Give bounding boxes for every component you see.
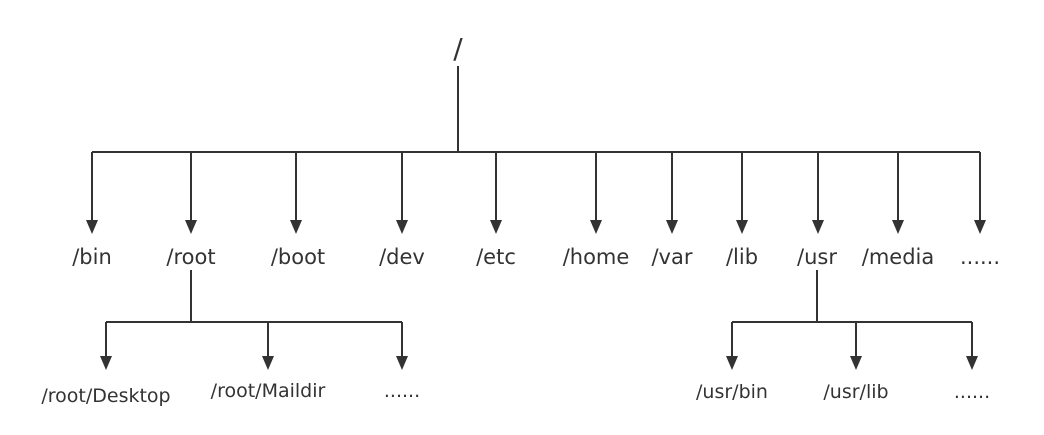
level1-labels: /bin /root /boot /dev /etc /home /var /l… [72, 245, 1000, 269]
root-subtree-labels: /root/Desktop /root/Maildir ...... [41, 380, 420, 407]
arrow-usr-lib [850, 356, 862, 370]
node-var: /var [651, 245, 692, 269]
arrow-var [666, 220, 678, 234]
root-node-label: / [453, 32, 463, 65]
arrow-lib [736, 220, 748, 234]
usr-subtree-labels: /usr/bin /usr/lib ...... [696, 381, 990, 403]
arrow-usr [812, 220, 824, 234]
arrow-etc [490, 220, 502, 234]
arrow-home [590, 220, 602, 234]
level1-connectors [86, 152, 986, 234]
node-root-desktop: /root/Desktop [41, 385, 170, 407]
arrow-root-more [396, 356, 408, 370]
arrow-more [974, 220, 986, 234]
node-usr-bin: /usr/bin [696, 381, 768, 403]
arrow-root [185, 220, 197, 234]
node-home: /home [563, 245, 630, 269]
node-bin: /bin [72, 245, 112, 269]
node-dev: /dev [379, 245, 425, 269]
node-etc: /etc [476, 245, 516, 269]
node-root-more: ...... [384, 380, 420, 402]
arrow-root-maildir [262, 356, 274, 370]
arrow-bin [86, 220, 98, 234]
root-subtree-connectors [100, 270, 408, 370]
arrow-root-desktop [100, 356, 112, 370]
node-usr: /usr [797, 245, 837, 269]
node-root-maildir: /root/Maildir [211, 380, 326, 402]
arrow-usr-more [966, 356, 978, 370]
node-lib: /lib [726, 245, 758, 269]
node-media: /media [862, 245, 935, 269]
usr-subtree-connectors [726, 270, 978, 370]
arrow-dev [396, 220, 408, 234]
node-more: ...... [960, 245, 1000, 269]
arrow-boot [290, 220, 302, 234]
node-root: /root [166, 245, 215, 269]
arrow-media [892, 220, 904, 234]
node-usr-more: ...... [954, 381, 990, 403]
arrow-usr-bin [726, 356, 738, 370]
node-boot: /boot [271, 245, 325, 269]
node-usr-lib: /usr/lib [823, 381, 888, 403]
